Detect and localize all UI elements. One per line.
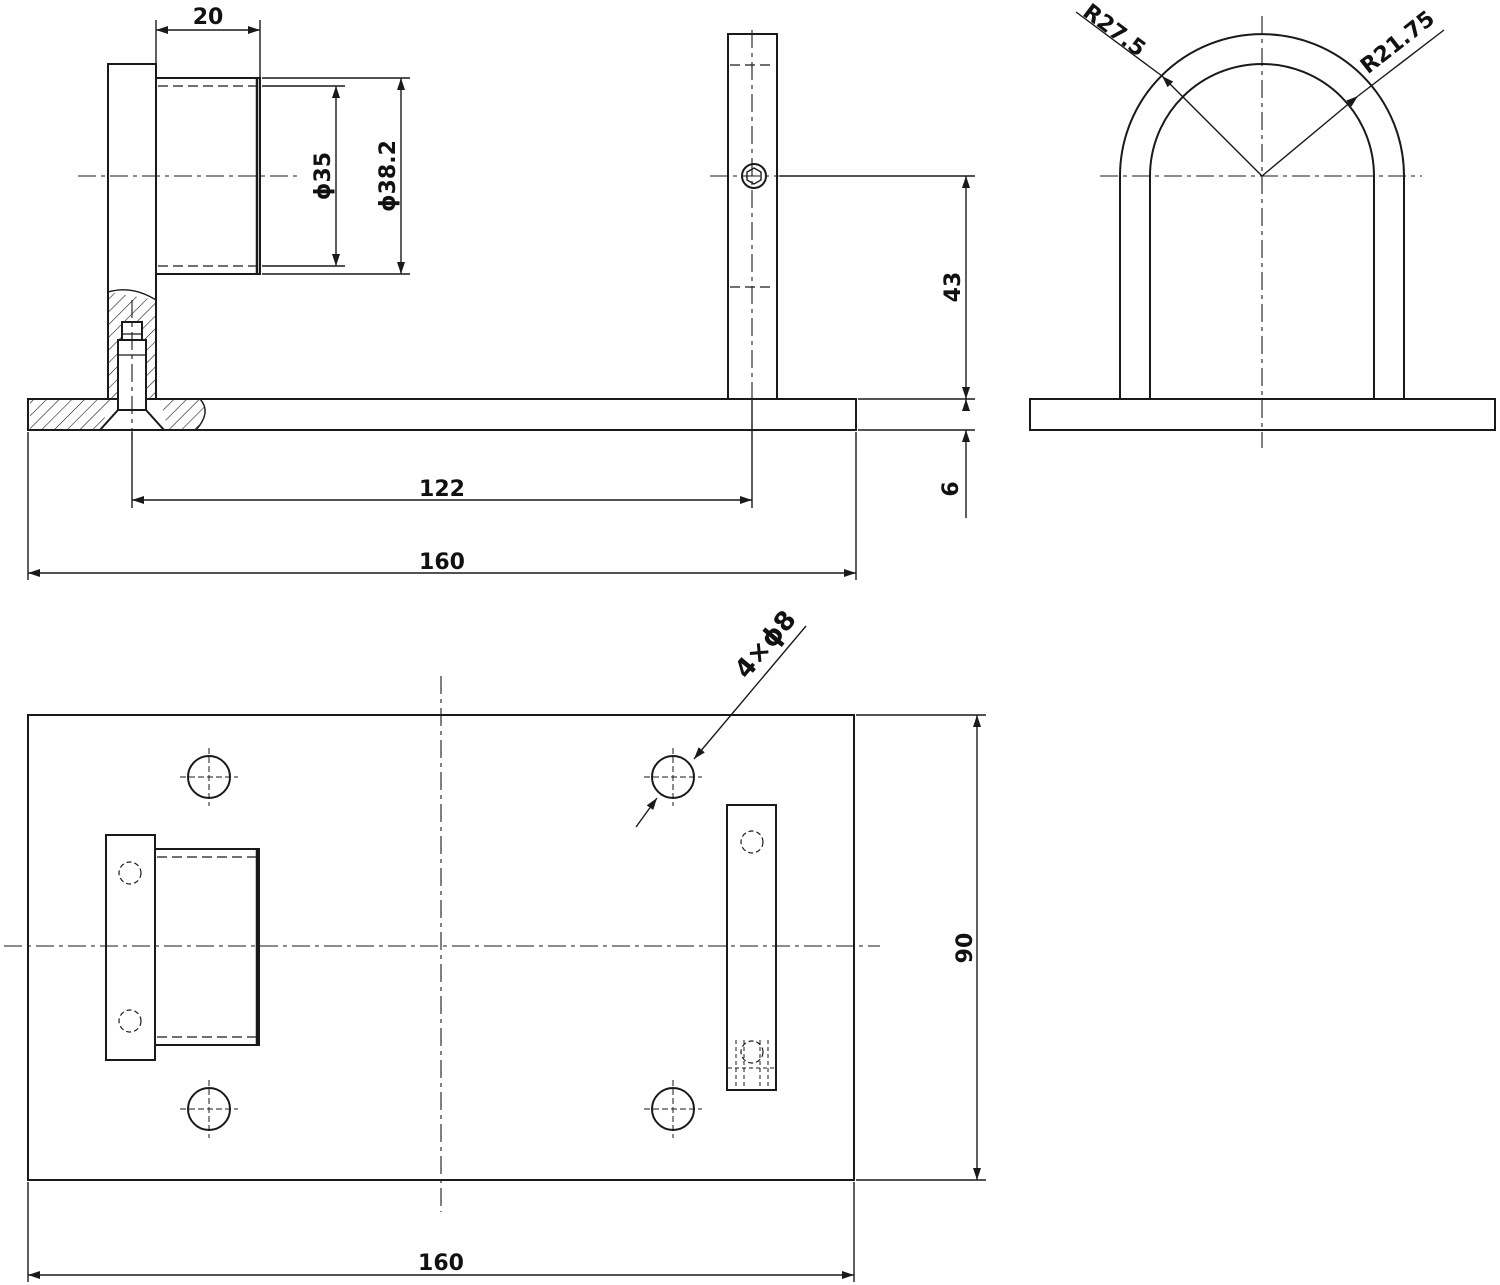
dim-plate-thickness: 6: [939, 481, 964, 496]
dim-radius-outer: R27.5: [1078, 0, 1150, 62]
front-base-plate: [27, 398, 857, 431]
section-hatch-base: [30, 399, 206, 430]
top-left-bracket: [105, 834, 156, 1061]
dim-plate-width: 90: [953, 933, 978, 964]
top-view-dimensions: [27, 625, 986, 1282]
side-view: [1029, 16, 1496, 448]
side-u-bar-outer: [1119, 33, 1405, 399]
side-view-dimensions: [1075, 11, 1445, 177]
dim-overall-length-front: 160: [419, 550, 465, 575]
dim-bar-height: 43: [941, 272, 966, 303]
dim-hole-spacing: 122: [419, 477, 465, 502]
dim-overall-length-top: 160: [418, 1251, 464, 1276]
top-view: [4, 676, 880, 1212]
dim-outer-diameter: ϕ38.2: [376, 140, 401, 212]
dim-inner-diameter: ϕ35: [311, 152, 336, 200]
front-view-dimensions: [27, 20, 975, 580]
dim-shaft-length: 20: [193, 5, 224, 30]
top-tube: [154, 848, 260, 1046]
front-view: [27, 30, 857, 440]
top-right-bar: [726, 804, 777, 1091]
side-base-plate: [1029, 398, 1496, 431]
